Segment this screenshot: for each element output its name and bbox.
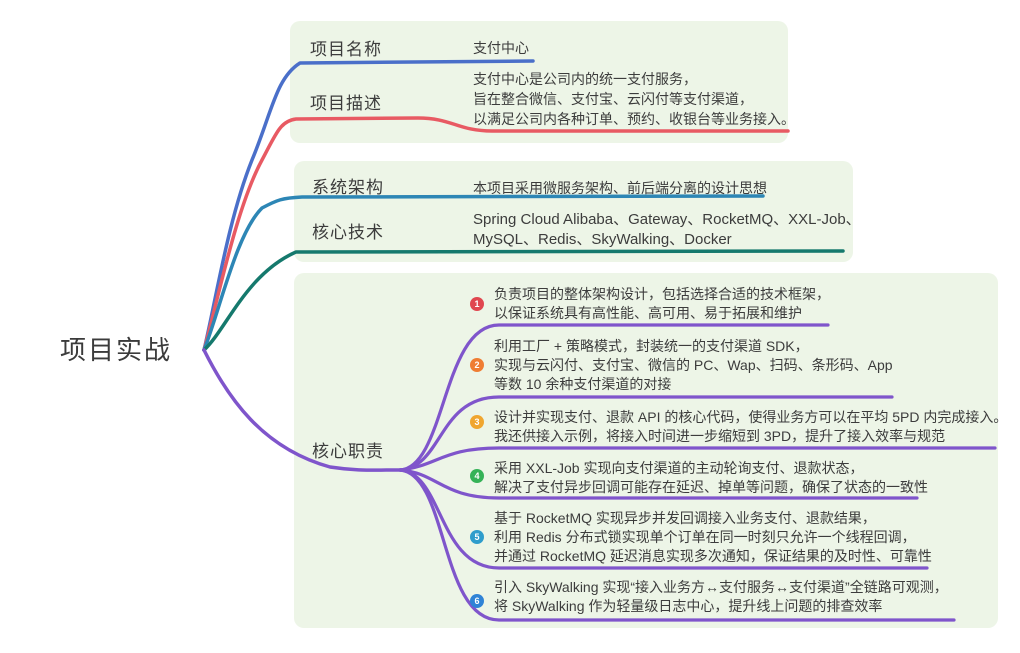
duty-item-2[interactable]: 利用工厂 + 策略模式，封装统一的支付渠道 SDK， 实现与云闪付、支付宝、微信…: [494, 337, 893, 394]
duty-badge-1: 1: [470, 297, 484, 311]
desc-line-3: 以满足公司内各种订单、预约、收银台等业务接入。: [473, 111, 795, 127]
duty-3-line-1: 设计并实现支付、退款 API 的核心代码，使得业务方可以在平均 5PD 内完成接…: [494, 409, 1008, 425]
duty-item-3[interactable]: 设计并实现支付、退款 API 的核心代码，使得业务方可以在平均 5PD 内完成接…: [494, 408, 1007, 446]
tech-line-1: Spring Cloud Alibaba、Gateway、RocketMQ、XX…: [473, 211, 861, 228]
duty-3-line-2: 我还供接入示例，将接入时间进一步缩短到 3PD，提升了接入效率与规范: [494, 428, 946, 444]
duty-1-line-2: 以保证系统具有高性能、高可用、易于拓展和维护: [494, 305, 802, 321]
desc-line-2: 旨在整合微信、支付宝、云闪付等支付渠道，: [473, 91, 753, 107]
duty-2-line-1: 利用工厂 + 策略模式，封装统一的支付渠道 SDK，: [494, 338, 809, 354]
duty-item-5[interactable]: 基于 RocketMQ 实现异步并发回调接入业务支付、退款结果， 利用 Redi…: [494, 509, 932, 566]
content-project-desc[interactable]: 支付中心是公司内的统一支付服务， 旨在整合微信、支付宝、云闪付等支付渠道， 以满…: [473, 69, 795, 129]
node-tech[interactable]: 核心技术: [312, 223, 384, 242]
duty-2-line-2: 实现与云闪付、支付宝、微信的 PC、Wap、扫码、条形码、App: [494, 357, 893, 373]
duty-5-line-1: 基于 RocketMQ 实现异步并发回调接入业务支付、退款结果，: [494, 510, 876, 526]
node-project-name[interactable]: 项目名称: [310, 40, 382, 59]
content-tech[interactable]: Spring Cloud Alibaba、Gateway、RocketMQ、XX…: [473, 210, 861, 250]
panel-core-duties: [294, 273, 998, 628]
desc-line-1: 支付中心是公司内的统一支付服务，: [473, 71, 697, 87]
duty-item-1[interactable]: 负责项目的整体架构设计，包括选择合适的技术框架， 以保证系统具有高性能、高可用、…: [494, 285, 830, 323]
duty-badge-6: 6: [470, 594, 484, 608]
node-duties[interactable]: 核心职责: [312, 442, 384, 461]
content-project-name[interactable]: 支付中心: [473, 40, 529, 56]
content-architecture[interactable]: 本项目采用微服务架构、前后端分离的设计思想: [473, 180, 767, 196]
duty-4-line-2: 解决了支付异步回调可能存在延迟、掉单等问题，确保了状态的一致性: [494, 479, 928, 495]
duty-item-6[interactable]: 引入 SkyWalking 实现“接入业务方↔支付服务↔支付渠道”全链路可观测，…: [494, 578, 948, 616]
duty-badge-3: 3: [470, 415, 484, 429]
duty-badge-4: 4: [470, 469, 484, 483]
duty-1-line-1: 负责项目的整体架构设计，包括选择合适的技术框架，: [494, 286, 830, 302]
node-architecture[interactable]: 系统架构: [312, 178, 384, 197]
duty-6-line-1: 引入 SkyWalking 实现“接入业务方↔支付服务↔支付渠道”全链路可观测，: [494, 579, 948, 595]
tech-line-2: MySQL、Redis、SkyWalking、Docker: [473, 231, 732, 248]
node-project-desc[interactable]: 项目描述: [310, 94, 382, 113]
duty-item-4[interactable]: 采用 XXL-Job 实现向支付渠道的主动轮询支付、退款状态， 解决了支付异步回…: [494, 459, 928, 497]
duty-6-line-2: 将 SkyWalking 作为轻量级日志中心，提升线上问题的排查效率: [494, 598, 883, 614]
root-node[interactable]: 项目实战: [60, 335, 173, 365]
duty-badge-2: 2: [470, 358, 484, 372]
duty-2-line-3: 等数 10 余种支付渠道的对接: [494, 376, 672, 392]
duty-4-line-1: 采用 XXL-Job 实现向支付渠道的主动轮询支付、退款状态，: [494, 460, 864, 476]
duty-5-line-3: 并通过 RocketMQ 延迟消息实现多次通知，保证结果的及时性、可靠性: [494, 548, 932, 564]
duty-badge-5: 5: [470, 530, 484, 544]
duty-5-line-2: 利用 Redis 分布式锁实现单个订单在同一时刻只允许一个线程回调，: [494, 529, 916, 545]
